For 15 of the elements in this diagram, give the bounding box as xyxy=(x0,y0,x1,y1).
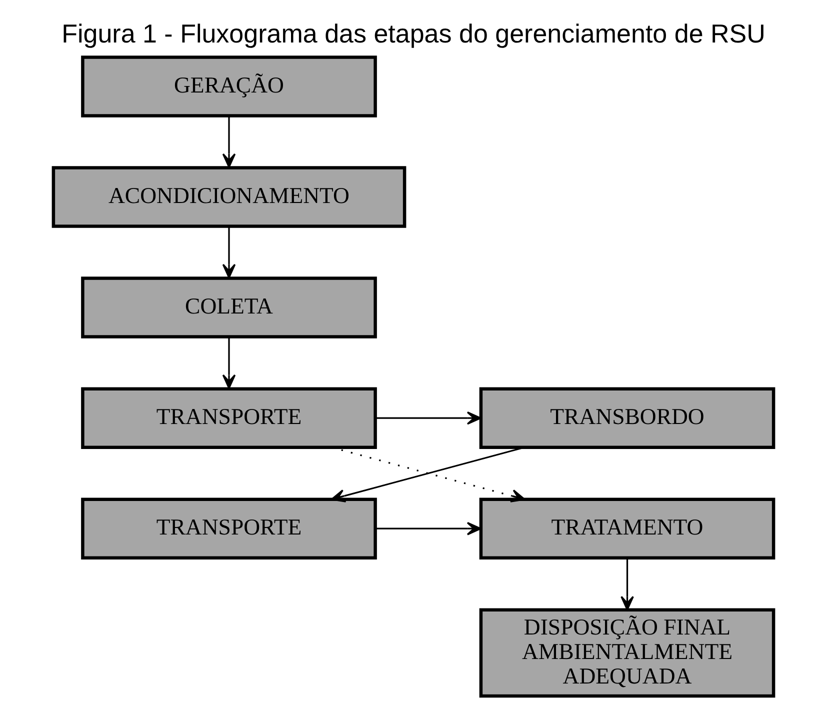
node-box: GERAÇÃO xyxy=(80,56,376,118)
node-box: COLETA xyxy=(80,276,376,338)
node-box: TRANSPORTE xyxy=(80,387,376,449)
diagram-title: Figura 1 - Fluxograma das etapas do gerenciamento de RSU xyxy=(61,18,765,48)
node-box: ACONDICIONAMENTO xyxy=(51,166,406,228)
node-box: TRATAMENTO xyxy=(478,498,775,560)
node-box: TRANSPORTE xyxy=(80,498,376,560)
arrow xyxy=(222,226,236,278)
arrow xyxy=(620,558,634,610)
node-box: DISPOSIÇÃO FINAL AMBIENTALMENTE ADEQUADA xyxy=(478,608,775,698)
node-box: TRANSBORDO xyxy=(478,387,775,449)
arrow xyxy=(222,116,236,168)
arrow xyxy=(376,522,481,536)
arrow xyxy=(222,337,236,389)
arrow xyxy=(376,411,481,425)
